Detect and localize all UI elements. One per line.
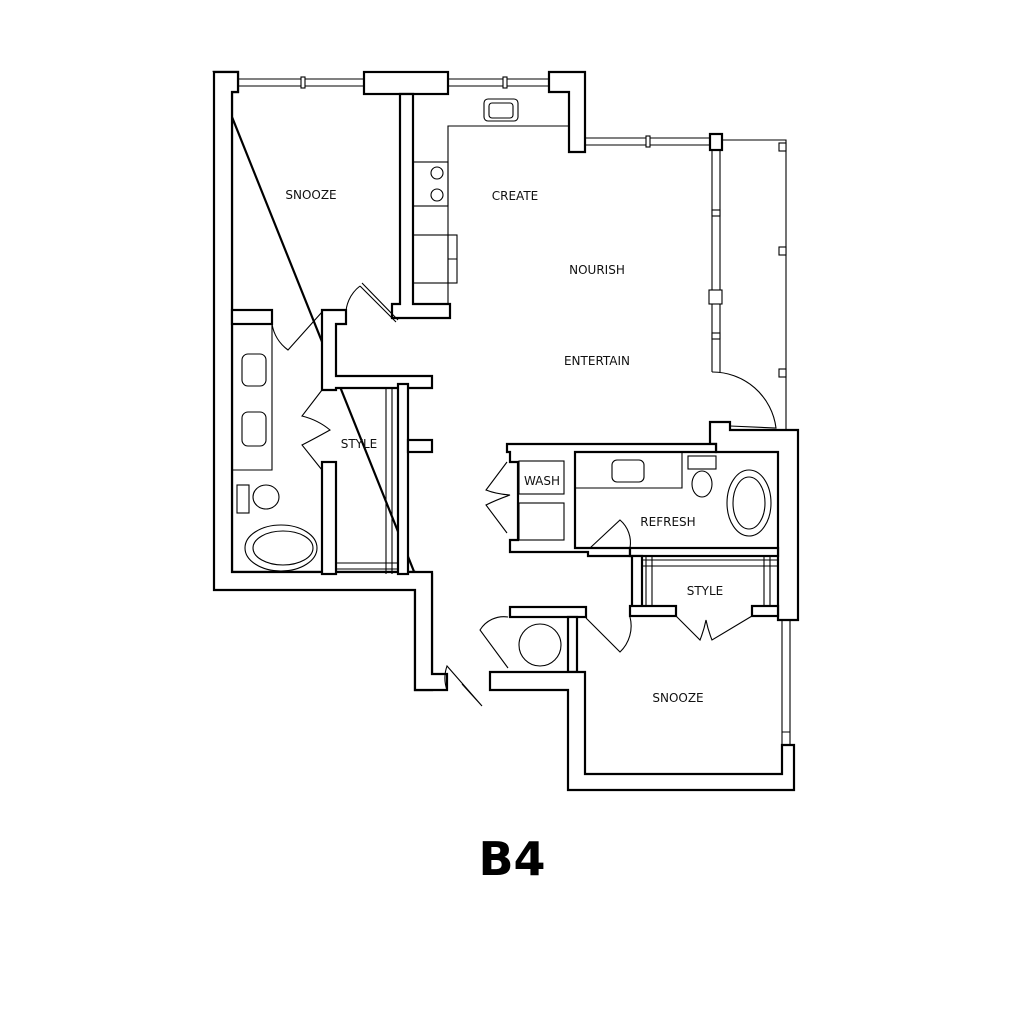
bathtub-icon <box>244 524 318 572</box>
room-label-entertain: ENTERTAIN <box>564 354 630 368</box>
room-label-refresh: REFRESH <box>640 515 695 529</box>
room-label-wash: WASH <box>524 474 560 488</box>
toilet-tank <box>236 484 250 514</box>
room-label-create: CREATE <box>492 189 539 203</box>
toilet-icon <box>691 470 713 498</box>
doors <box>271 282 777 707</box>
sink-icon <box>611 459 645 483</box>
walls <box>212 70 800 792</box>
room-label-nourish: NOURISH <box>569 263 625 277</box>
room-label-style: STYLE <box>341 437 378 451</box>
closet-shelves <box>336 388 778 606</box>
toilet-icon <box>252 484 280 510</box>
dryer-icon <box>518 502 565 541</box>
room-label-style: STYLE <box>687 584 724 598</box>
sink-icon <box>241 411 267 447</box>
room-label-snooze: SNOOZE <box>285 188 336 202</box>
bathtub-icon <box>726 469 772 537</box>
water-heater-icon <box>518 623 562 667</box>
fixtures <box>232 98 772 667</box>
windows <box>238 76 791 745</box>
kitchen-sink-icon <box>483 98 519 122</box>
plan-title: B4 <box>478 832 546 886</box>
room-labels: SNOOZE CREATE NOURISH ENTERTAIN STYLE WA… <box>285 188 723 705</box>
washer-icon <box>518 460 565 495</box>
stove-icon <box>412 161 449 207</box>
sink-icon <box>241 353 267 387</box>
room-label-snooze: SNOOZE <box>652 691 703 705</box>
